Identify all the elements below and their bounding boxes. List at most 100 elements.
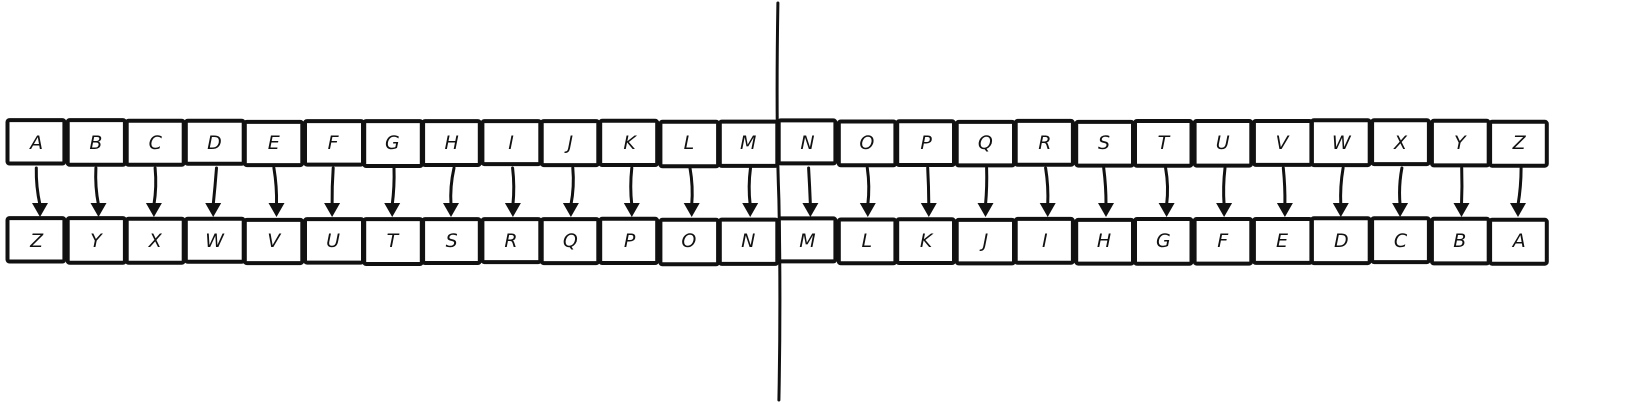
center-divider-line [775,1,782,402]
plain-letter: R [1038,132,1051,154]
arrow-g-to-t [384,166,401,217]
arrow-shaft [747,166,752,207]
plain-cell-x: X [1370,118,1431,167]
arrow-y-to-b [1453,166,1470,217]
cipher-letter: T [387,230,400,252]
arrow-head-icon [324,203,341,217]
plain-cell-e: E [242,119,305,168]
plain-letter: H [445,132,459,154]
cipher-cell-e: E [1251,217,1314,265]
cipher-letter: M [799,230,815,252]
arrow-s-to-h [1098,166,1114,217]
cipher-box [124,216,186,265]
plain-cell-c: C [124,118,186,167]
cipher-letter: Y [90,230,103,252]
arrow-c-to-x [145,166,162,217]
plain-cell-n: N [776,118,838,166]
plain-box [895,119,957,168]
cipher-letter: G [1156,230,1171,252]
arrow-head-icon [802,203,819,217]
cipher-box [895,217,957,266]
cipher-letter: K [920,230,934,252]
arrow-shaft [1164,166,1170,207]
plain-cell-k: K [598,118,660,168]
arrow-shaft [390,166,396,207]
cipher-letter: I [1042,230,1048,252]
arrow-shaft [1398,166,1404,207]
plain-letter: W [1332,132,1352,154]
cipher-letter: C [1394,230,1408,252]
plain-cell-q: Q [954,119,1017,168]
cipher-cell-n: N [717,217,780,266]
arrow-head-icon [205,203,222,217]
cipher-cell-y: Y [65,216,127,265]
plain-cell-b: B [65,118,127,167]
arrow-shaft [1281,166,1287,207]
arrow-o-to-l [859,166,876,217]
cipher-box [1013,216,1075,265]
plain-cell-y: Y [1429,118,1491,168]
arrow-shaft [272,166,279,207]
plain-cell-o: O [836,119,898,168]
plain-cell-w: W [1309,118,1372,168]
arrow-head-icon [1276,203,1293,217]
cipher-box [1133,217,1194,266]
arrow-shaft [449,166,456,207]
arrow-shaft [94,166,100,207]
plain-letter: G [385,132,400,154]
arrow-head-icon [562,203,579,217]
cipher-cell-k: K [895,217,957,266]
cipher-cell-m: M [776,216,838,264]
cipher-letter: U [326,230,340,252]
cipher-cell-v: V [242,217,305,266]
cipher-cell-h: H [1074,217,1135,266]
plain-letter: B [89,132,102,154]
arrow-shaft [865,166,871,207]
arrow-q-to-j [977,166,994,217]
plain-letter: V [1276,132,1291,154]
cipher-letter: B [1453,230,1466,252]
cipher-cell-a: A [1488,217,1549,266]
plain-box [1013,118,1075,167]
arrow-shaft [1102,166,1108,207]
arrow-d-to-w [205,166,222,217]
arrow-h-to-s [443,166,459,217]
arrow-shaft [330,166,335,207]
arrow-v-to-e [1276,166,1293,217]
cipher-cell-i: I [1013,216,1075,265]
plain-letter: A [28,132,43,154]
cipher-letter: P [624,230,636,252]
plain-cell-i: I [480,119,543,167]
cipher-letter: S [446,230,458,252]
cipher-box [242,217,305,266]
plain-letter: L [684,132,695,154]
arrow-head-icon [683,203,700,217]
arrow-shaft [1044,166,1050,207]
plain-letter: I [508,132,514,154]
plain-cell-f: F [303,119,365,167]
arrow-shaft [152,166,158,207]
cipher-box [421,217,482,266]
arrow-shaft [511,166,516,207]
plain-cell-a: A [5,118,67,166]
plain-letter: T [1158,132,1171,154]
mapping-arrows [32,166,1526,217]
cipher-letter: F [1217,230,1229,252]
cipher-box [1370,216,1431,265]
plain-letter: O [859,132,874,154]
plain-cell-h: H [421,119,482,167]
plain-letter: X [1393,132,1408,154]
cipher-letter: D [1334,230,1349,252]
arrow-head-icon [90,203,107,217]
arrow-u-to-f [1216,166,1233,217]
cipher-letter: N [741,230,755,252]
arrow-head-icon [443,203,459,217]
arrow-shaft [629,166,634,207]
arrow-shaft [926,166,931,207]
arrow-head-icon [384,203,401,217]
arrow-l-to-o [683,166,700,217]
cipher-letter: R [504,230,517,252]
plain-letter: E [268,132,280,154]
plain-letter: Z [1512,132,1527,154]
